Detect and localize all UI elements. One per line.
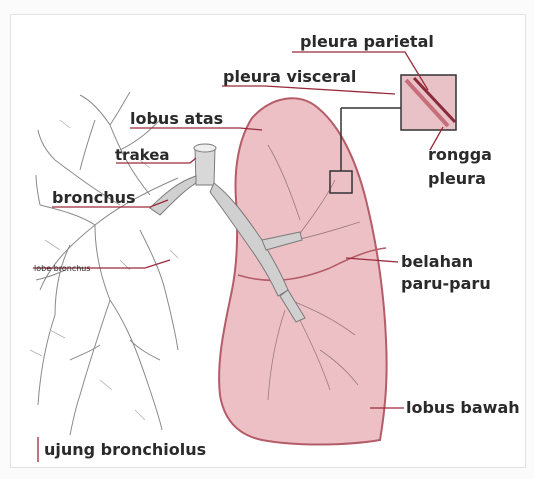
label-belahan: belahan bbox=[401, 252, 473, 271]
label-pleura-cavity: pleura bbox=[428, 169, 486, 188]
label-bronchus: bronchus bbox=[52, 188, 136, 207]
label-ujung-bronchiolus: ujung bronchiolus bbox=[44, 440, 206, 459]
label-pleura-parietal: pleura parietal bbox=[300, 32, 434, 51]
label-rongga: rongga bbox=[428, 145, 492, 164]
label-pleura-visceral: pleura visceral bbox=[223, 67, 356, 86]
label-trakea: trakea bbox=[115, 146, 170, 164]
right-lung bbox=[219, 98, 387, 444]
label-paru-paru: paru-paru bbox=[401, 274, 491, 293]
label-lobus-atas: lobus atas bbox=[130, 109, 223, 128]
label-lobus-bawah: lobus bawah bbox=[406, 398, 520, 417]
label-lobe-bronchus: lobe bronchus bbox=[34, 264, 91, 273]
